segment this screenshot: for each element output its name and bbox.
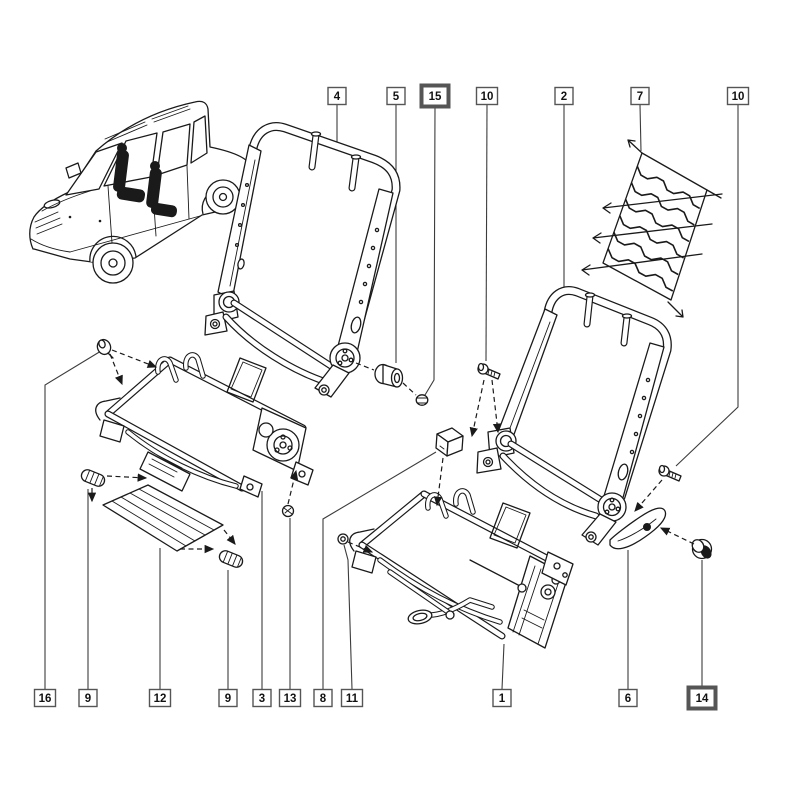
callout-9[interactable]: 9 [218, 688, 238, 708]
callout-number: 2 [561, 91, 567, 103]
callout-15-highlighted[interactable]: 15 [419, 83, 451, 109]
callout-leader-10-3 [485, 104, 488, 362]
mat-spring-row [613, 231, 679, 276]
callout-11[interactable]: 11 [340, 688, 364, 708]
callout-leader-11-14 [343, 544, 353, 690]
callout-16[interactable]: 16 [33, 688, 57, 708]
callout-3[interactable]: 3 [252, 688, 272, 708]
callout-4[interactable]: 4 [327, 86, 347, 106]
screw-10-left [477, 362, 501, 380]
screw-10-right [658, 464, 682, 482]
clip-8 [435, 427, 464, 457]
callout-number: 6 [625, 693, 631, 705]
knob-14 [691, 538, 713, 560]
callout-number: 9 [225, 693, 231, 705]
callout-number: 1 [499, 693, 506, 705]
callout-12[interactable]: 12 [148, 688, 172, 708]
callout-13[interactable]: 13 [278, 688, 302, 708]
mat-spring-row [630, 182, 695, 226]
mat-spring-row [619, 215, 684, 259]
callout-6[interactable]: 6 [618, 688, 638, 708]
callout-5[interactable]: 5 [386, 86, 406, 106]
callout-number: 10 [732, 91, 745, 103]
seatback-frame-left [204, 122, 401, 398]
callout-14-highlighted[interactable]: 14 [686, 685, 718, 711]
nut-16 [96, 338, 114, 359]
callout-8[interactable]: 8 [313, 688, 333, 708]
callout-number: 3 [259, 693, 265, 705]
highlighted-seats [113, 143, 178, 218]
bushing-5 [374, 363, 404, 388]
spring-right [218, 550, 244, 568]
mat-spring-row [636, 165, 701, 210]
callout-number: 11 [346, 693, 359, 705]
mat-spring-row [624, 198, 690, 243]
callout-leader-7-5 [639, 104, 642, 152]
callout-9[interactable]: 9 [78, 688, 98, 708]
callout-leader-10-6 [675, 105, 739, 467]
callout-number: 13 [284, 693, 297, 705]
callout-number: 14 [696, 693, 709, 705]
seatback-frame-right [476, 286, 672, 546]
callout-number: 7 [637, 91, 643, 103]
vehicle-illustration [29, 100, 252, 284]
nut-11 [337, 533, 349, 545]
spring-left [80, 469, 106, 487]
callout-number: 8 [320, 693, 327, 705]
floor-mat [102, 484, 224, 552]
nut-13 [281, 504, 295, 518]
callout-7[interactable]: 7 [630, 86, 650, 106]
callout-leaders [44, 104, 739, 690]
callout-10[interactable]: 10 [475, 86, 499, 106]
assembly-arrows [87, 349, 695, 554]
callout-leader-1-15 [501, 643, 505, 690]
callout-number: 12 [154, 693, 167, 705]
seat-base-frame-right [349, 488, 574, 649]
callout-number: 5 [393, 91, 400, 103]
callout-number: 10 [481, 91, 494, 103]
nut-15 [415, 394, 429, 406]
handle-6 [609, 507, 667, 550]
callout-2[interactable]: 2 [554, 86, 574, 106]
callout-number: 15 [429, 91, 442, 103]
suspension-mat [581, 139, 723, 318]
callout-leader-16-7 [44, 350, 102, 689]
callout-number: 9 [85, 693, 91, 705]
callout-leader-15-2 [424, 106, 436, 396]
callout-1[interactable]: 1 [492, 688, 512, 708]
callout-number: 16 [39, 693, 52, 705]
seat-base-frame-left [95, 352, 314, 498]
mat-spring-row [607, 248, 674, 292]
callout-10[interactable]: 10 [726, 86, 750, 106]
callout-leader-8-13 [322, 451, 437, 689]
callout-number: 4 [334, 91, 341, 103]
